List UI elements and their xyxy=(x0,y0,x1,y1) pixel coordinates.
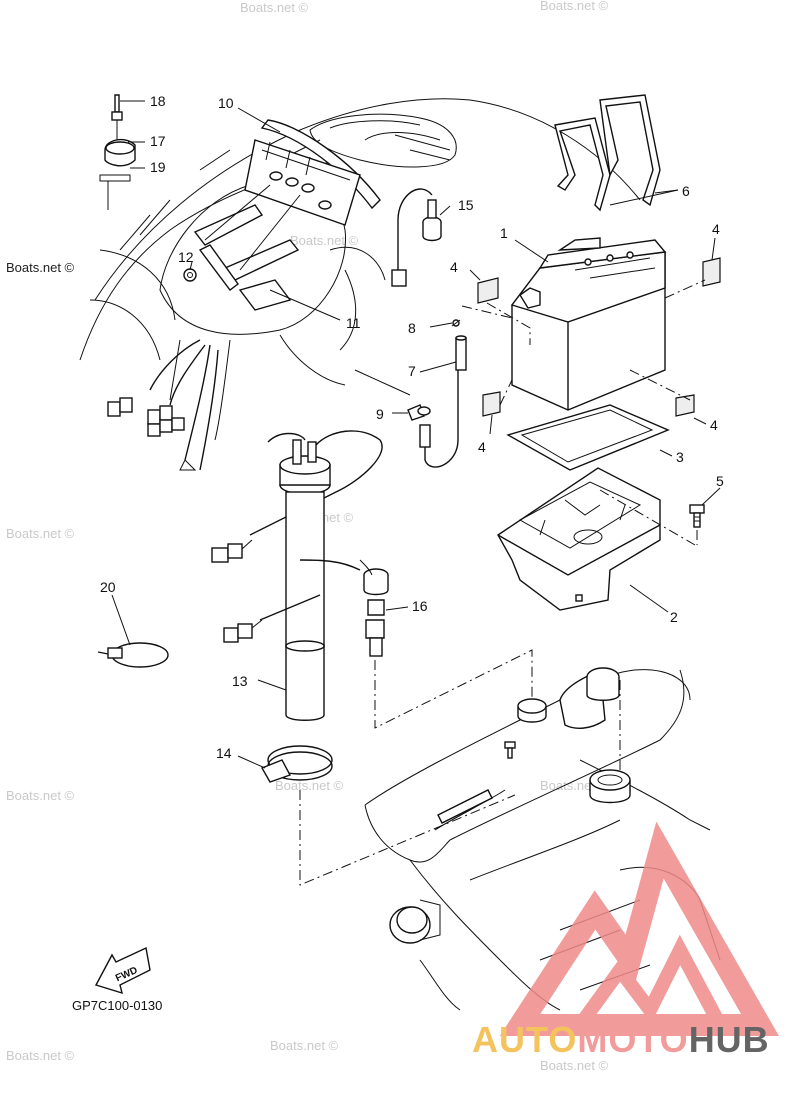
callout-labels: 1 2 3 4 4 4 4 5 6 7 8 9 10 11 12 13 14 1… xyxy=(100,93,724,761)
hull-lower-deck xyxy=(364,667,721,1011)
assembly-lines-battery xyxy=(461,279,706,546)
callout-5: 5 xyxy=(716,473,724,489)
part-8-clip xyxy=(451,319,461,327)
part-4-pads xyxy=(477,257,721,417)
callout-4: 4 xyxy=(450,259,458,275)
part-13-connectors xyxy=(211,539,263,643)
callout-15: 15 xyxy=(458,197,474,213)
wire-harness-left xyxy=(107,339,219,471)
callout-1: 1 xyxy=(500,225,508,241)
callout-13: 13 xyxy=(232,673,248,689)
watermark-text: Boats.net © xyxy=(6,526,75,541)
watermark-text: Boats.net © xyxy=(540,1058,609,1073)
part-20-cable-tie xyxy=(97,642,169,668)
watermark-text: Boats.net © xyxy=(6,260,75,275)
part-17-19-clamp xyxy=(99,94,136,210)
callout-18: 18 xyxy=(150,93,166,109)
part-16-grommet xyxy=(359,559,389,657)
brand-part-moto: MOTO xyxy=(577,1019,688,1060)
watermark-text: Boats.net © xyxy=(6,788,75,803)
callout-12: 12 xyxy=(178,249,194,265)
callout-4: 4 xyxy=(712,221,720,237)
watermark-text: Boats.net © xyxy=(290,233,359,248)
assembly-lines-lower xyxy=(299,649,621,886)
callout-3: 3 xyxy=(676,449,684,465)
callout-7: 7 xyxy=(408,363,416,379)
watermark-text: Boats.net © xyxy=(275,778,344,793)
part-14-hose-clamp xyxy=(260,745,333,783)
part-3-battery-mat xyxy=(506,404,670,471)
part-11-brackets xyxy=(193,184,301,311)
diagram-code: GP7C100-0130 xyxy=(72,998,162,1013)
part-12-nut xyxy=(183,268,197,282)
callout-16: 16 xyxy=(412,598,428,614)
callout-9: 9 xyxy=(376,406,384,422)
callout-8: 8 xyxy=(408,320,416,336)
brand-logo: AUTOMOTOHUB xyxy=(472,821,779,1060)
callout-11: 11 xyxy=(346,315,361,331)
part-7-vent-tube xyxy=(419,335,467,468)
watermark-text: Boats.net © xyxy=(540,0,609,13)
callout-4: 4 xyxy=(710,417,718,433)
part-6-battery-bands xyxy=(554,94,661,212)
part-13-fuel-sender xyxy=(249,430,383,721)
callout-19: 19 xyxy=(150,159,166,175)
watermark-text: Boats.net © xyxy=(270,1038,339,1053)
brand-part-auto: AUTO xyxy=(472,1019,577,1060)
callout-10: 10 xyxy=(218,95,234,111)
callout-4: 4 xyxy=(478,439,486,455)
brand-text: AUTOMOTOHUB xyxy=(472,1019,770,1060)
part-9-clamp xyxy=(407,404,431,421)
part-2-battery-box xyxy=(497,467,661,611)
part-15-sensor xyxy=(391,188,442,287)
callout-17: 17 xyxy=(150,133,166,149)
brand-part-hub: HUB xyxy=(689,1019,770,1060)
watermark-text: Boats.net © xyxy=(6,1048,75,1063)
callout-14: 14 xyxy=(216,745,232,761)
callout-2: 2 xyxy=(670,609,678,625)
fwd-arrow: FWD xyxy=(94,946,151,995)
watermark-text: Boats.net © xyxy=(240,0,309,15)
callout-6: 6 xyxy=(682,183,690,199)
leader-lines xyxy=(111,100,721,769)
part-1-battery xyxy=(510,237,667,411)
callout-20: 20 xyxy=(100,579,116,595)
part-5-bolt xyxy=(689,504,705,528)
